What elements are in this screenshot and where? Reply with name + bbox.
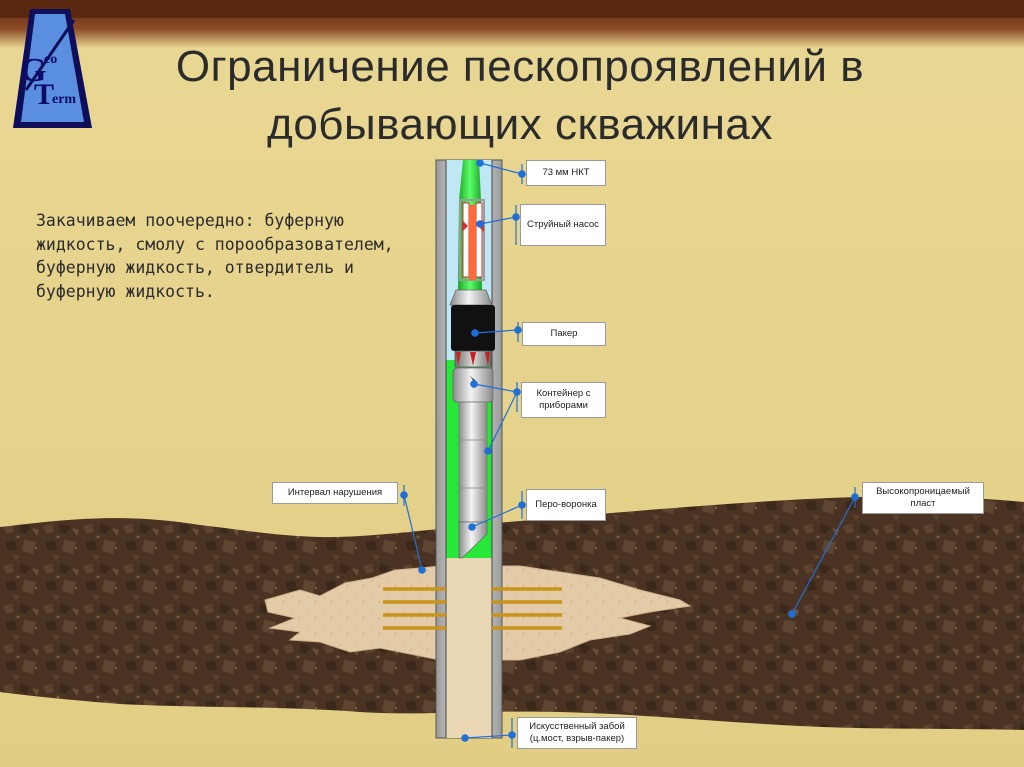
container-body [458, 401, 488, 523]
callout-lines [400, 159, 859, 748]
packer-element [451, 305, 495, 351]
title-line-1: Ограничение пескопроявлений в [175, 42, 865, 91]
perforations-left [383, 587, 446, 630]
geoterm-logo [13, 9, 92, 128]
label-bottom: Искусственный забой (ц.мост, взрыв-пакер… [517, 717, 637, 749]
logo-letter-g: G [20, 52, 47, 89]
perforations-right [492, 587, 562, 630]
label-container: Контейнер с приборами [521, 382, 606, 418]
label-jet-pump: Струйный насос [520, 204, 606, 246]
title-line-2: добывающих скважинах [267, 100, 773, 149]
label-funnel: Перо-воронка [526, 489, 606, 521]
label-reservoir: Высокопроницаемый пласт [862, 482, 984, 514]
label-bottom-line1: Искусственный забой [529, 721, 625, 732]
jet-nozzle [469, 205, 476, 280]
label-bottom-line2: (ц.мост, взрыв-пакер) [529, 733, 625, 744]
top-band-dark [0, 0, 1024, 18]
slide-title: Ограничение пескопроявлений в добывающих… [110, 38, 930, 154]
logo-letters-erm: erm [52, 92, 77, 107]
injection-sequence-text: Закачиваем поочередно: буферную жидкость… [36, 211, 394, 301]
logo-letter-t: T [34, 78, 55, 111]
label-packer: Пакер [522, 322, 606, 346]
logo-letters-eo: eo [44, 52, 58, 67]
label-interval: Интервал нарушения [272, 482, 398, 504]
label-tubing: 73 мм НКТ [526, 160, 606, 186]
